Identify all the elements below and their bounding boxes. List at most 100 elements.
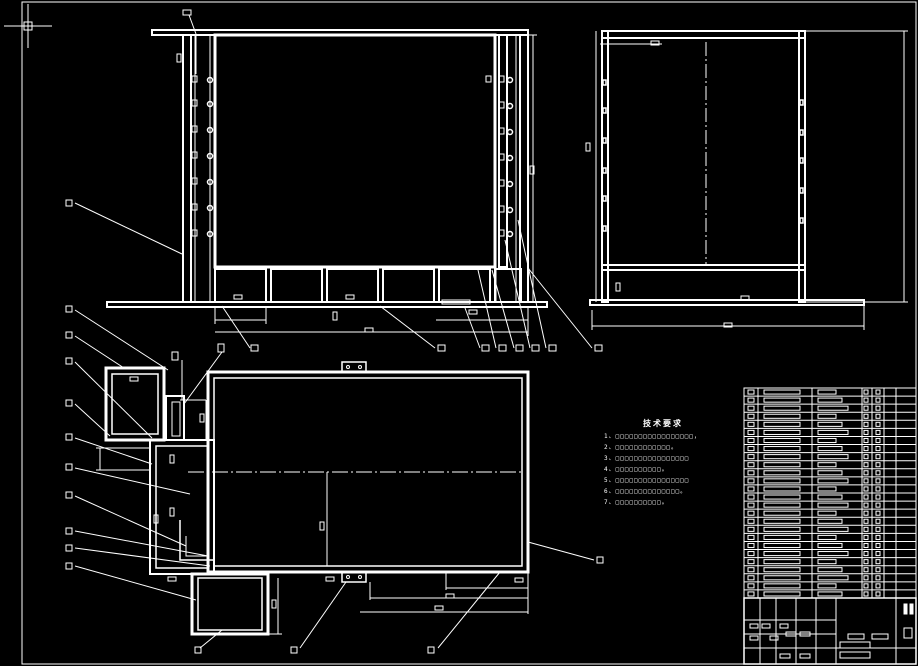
parts-list-cell-text bbox=[875, 518, 881, 524]
parts-list-cell-text bbox=[817, 518, 843, 524]
parts-list-cell-text bbox=[875, 446, 881, 452]
parts-list-cell-text bbox=[763, 583, 801, 589]
plan-view-leaders bbox=[65, 305, 604, 654]
parts-list-cell-text bbox=[817, 429, 849, 435]
parts-list-cell-text bbox=[763, 551, 801, 557]
parts-list-cell-text bbox=[747, 405, 755, 411]
parts-list-cell-text bbox=[863, 478, 869, 484]
parts-list-cell-text bbox=[863, 446, 869, 452]
parts-list-cell-text bbox=[863, 486, 869, 492]
parts-list-cell-text bbox=[747, 510, 755, 516]
parts-list-cell-text bbox=[817, 575, 849, 581]
parts-list-cell-text bbox=[863, 567, 869, 573]
parts-list-cell-text bbox=[875, 413, 881, 419]
parts-list-cell-text bbox=[817, 397, 843, 403]
technical-requirements-title: 技术要求 bbox=[643, 419, 683, 428]
parts-list-cell-text bbox=[863, 583, 869, 589]
parts-list-cell-text bbox=[817, 413, 837, 419]
parts-list-cell-text bbox=[817, 470, 843, 476]
parts-list-cell-text bbox=[763, 421, 801, 427]
parts-list-cell-text bbox=[763, 494, 801, 500]
note-line-1: 1、□□□□□□□□□□□□□□□□□， bbox=[604, 433, 702, 440]
parts-list-cell-text bbox=[817, 421, 843, 427]
parts-list-cell-text bbox=[763, 478, 801, 484]
parts-list-cell-text bbox=[863, 534, 869, 540]
parts-list-cell-text bbox=[817, 583, 837, 589]
parts-list-cell-text bbox=[817, 494, 843, 500]
parts-list-cell-text bbox=[763, 502, 801, 508]
parts-list-cell-text bbox=[875, 405, 881, 411]
parts-list-cell-text bbox=[863, 421, 869, 427]
parts-list-cell-text bbox=[817, 389, 837, 395]
parts-list-cell-text bbox=[747, 583, 755, 589]
parts-list-cell-text bbox=[747, 486, 755, 492]
parts-list-cell-text bbox=[747, 389, 755, 395]
parts-list-cell-text bbox=[763, 462, 801, 468]
parts-list-cell-text bbox=[863, 518, 869, 524]
parts-list-cell-text bbox=[763, 575, 801, 581]
parts-list-cell-text bbox=[817, 510, 837, 516]
parts-list-cell-text bbox=[875, 389, 881, 395]
parts-list-cell-text bbox=[763, 397, 801, 403]
parts-list-cell-text bbox=[763, 526, 801, 532]
parts-list-cell-text bbox=[875, 583, 881, 589]
parts-list-cell-text bbox=[763, 437, 801, 444]
parts-list-cell-text bbox=[763, 413, 801, 419]
parts-list-cell-text bbox=[747, 567, 755, 573]
drawing-border bbox=[21, 1, 917, 665]
side-view bbox=[585, 30, 908, 330]
parts-list-cell-text bbox=[875, 567, 881, 573]
parts-list-cell-text bbox=[747, 413, 755, 419]
note-line-3: 3、□□□□□□□□□□□□□□□□ bbox=[604, 455, 690, 462]
parts-list-cell-text bbox=[763, 510, 801, 516]
parts-list-cell-text bbox=[863, 470, 869, 476]
parts-list-cell-text bbox=[747, 534, 755, 540]
parts-list-cell-text bbox=[875, 421, 881, 427]
parts-list-cell-text bbox=[875, 429, 881, 435]
parts-list-cell-text bbox=[875, 534, 881, 540]
parts-list-cell-text bbox=[863, 542, 869, 549]
parts-list-cell-text bbox=[863, 413, 869, 419]
parts-list-cell-text bbox=[747, 575, 755, 581]
plan-view bbox=[96, 343, 530, 636]
parts-list-cell-text bbox=[875, 462, 881, 468]
parts-list-cell-text bbox=[763, 429, 801, 435]
parts-list-cell-text bbox=[863, 575, 869, 581]
parts-list-cell-text bbox=[817, 591, 843, 597]
parts-list-cell-text bbox=[747, 542, 755, 549]
front-view-leaders bbox=[65, 199, 603, 352]
parts-list-cell-text bbox=[875, 542, 881, 549]
parts-list-cell-text bbox=[763, 591, 801, 597]
parts-list-cell-text bbox=[875, 551, 881, 557]
technical-requirements-note: 技术要求 1、□□□□□□□□□□□□□□□□□， 2、□□□□□□□□□□□□… bbox=[604, 418, 708, 508]
parts-list-cell-text bbox=[863, 551, 869, 557]
parts-list-cell-text bbox=[875, 502, 881, 508]
parts-list-cell-text bbox=[817, 502, 849, 508]
parts-list-cell-text bbox=[817, 526, 849, 532]
parts-list-cell-text bbox=[747, 397, 755, 403]
parts-list-cell-text bbox=[875, 478, 881, 484]
parts-list-cell-text bbox=[747, 591, 755, 597]
parts-list-cell-text bbox=[763, 534, 801, 540]
parts-list-cell-text bbox=[875, 494, 881, 500]
title-block bbox=[743, 597, 917, 665]
parts-list-cell-text bbox=[763, 446, 801, 452]
parts-list-cell-text bbox=[863, 405, 869, 411]
parts-list-cell-text bbox=[763, 567, 801, 573]
parts-list-cell-text bbox=[747, 454, 755, 460]
crosshair-cursor-icon bbox=[4, 4, 52, 48]
front-view bbox=[106, 9, 548, 336]
parts-list-cell-text bbox=[817, 559, 837, 565]
parts-list-cell-text bbox=[747, 478, 755, 484]
parts-list-cell-text bbox=[817, 437, 837, 444]
parts-list-cell-text bbox=[747, 446, 755, 452]
parts-list-cell-text bbox=[817, 567, 843, 573]
parts-list-cell-text bbox=[875, 559, 881, 565]
parts-list-cell-text bbox=[817, 486, 837, 492]
parts-list-cell-text bbox=[817, 551, 849, 557]
parts-list-cell-text bbox=[863, 502, 869, 508]
parts-list-cell-text bbox=[747, 421, 755, 427]
note-line-4: 4、□□□□□□□□□□。 bbox=[604, 466, 669, 473]
parts-list-cell-text bbox=[817, 542, 843, 549]
